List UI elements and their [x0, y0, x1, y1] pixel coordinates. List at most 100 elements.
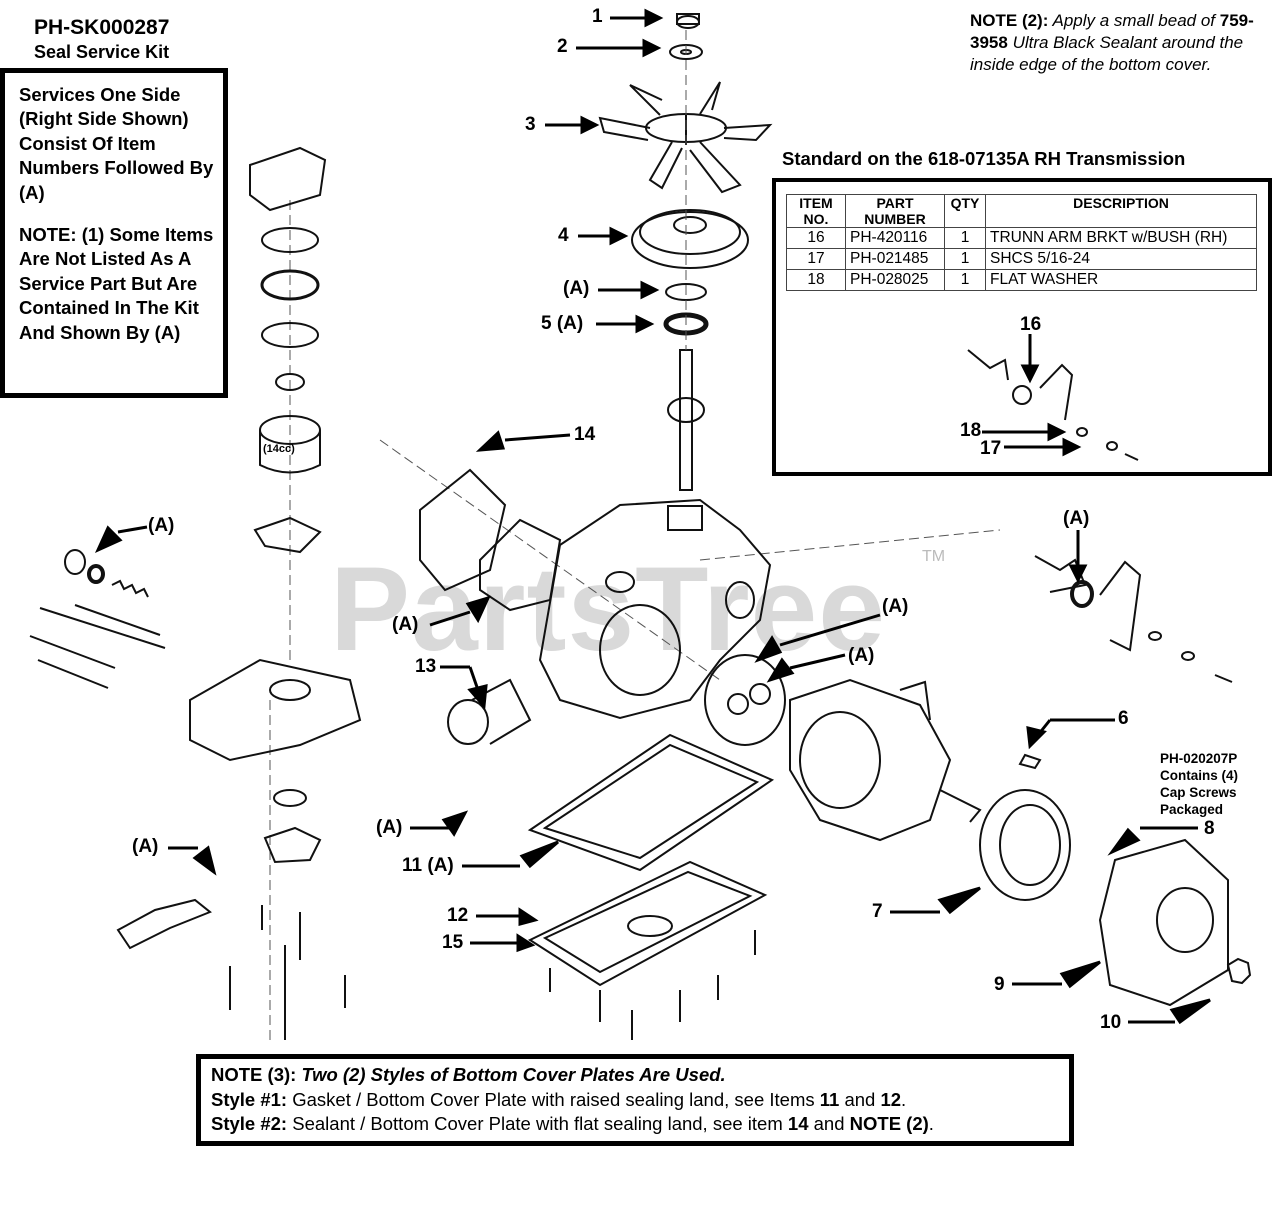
callout-8: 8: [1204, 818, 1215, 839]
arrow-A-bottomleft: [168, 845, 217, 876]
style-1-item-a: 11: [819, 1088, 840, 1110]
item-1-nut: [676, 13, 700, 29]
cell-part: PH-021485: [845, 248, 945, 270]
table-row: 16 PH-420116 1 TRUNN ARM BRKT w/BUSH (RH…: [786, 227, 1257, 249]
arrow-5: [596, 314, 655, 334]
callout-14: 14: [574, 424, 596, 445]
col-part: PART NUMBER: [845, 194, 945, 228]
callout-A-check: (A): [148, 515, 175, 536]
arrow-A1: [598, 280, 660, 300]
arrow-9: [1012, 960, 1101, 989]
style-1-and: and: [844, 1088, 876, 1110]
package-note-line4: Packaged: [1160, 802, 1224, 817]
fitting-tube: [116, 898, 212, 950]
item-7-brake-assembly: [979, 789, 1071, 901]
arrow-2: [576, 38, 662, 58]
callout-17: 17: [980, 438, 1002, 459]
callout-3: 3: [525, 114, 536, 135]
trunnion-arm-right: [1034, 555, 1233, 683]
standard-parts-box: ITEM NO. PART NUMBER QTY DESCRIPTION 16 …: [772, 178, 1272, 476]
arrow-12: [476, 907, 539, 926]
callout-A-right: (A): [882, 596, 909, 617]
note-3-label: NOTE (3):: [211, 1064, 297, 1085]
style-2-note: NOTE (2): [849, 1113, 929, 1134]
package-note-line2: Contains (4): [1160, 768, 1239, 783]
inset-trunnion: [967, 349, 1139, 461]
arrow-4: [578, 226, 629, 246]
arrow-15: [470, 933, 536, 953]
cell-desc: TRUNN ARM BRKT w/BUSH (RH): [985, 227, 1257, 249]
parts-table: ITEM NO. PART NUMBER QTY DESCRIPTION 16 …: [786, 194, 1257, 291]
callout-13: 13: [415, 656, 437, 677]
package-note: PH-020207P Contains (4) Cap Screws Packa…: [1160, 750, 1238, 818]
arrow-A-mid: [429, 595, 491, 627]
cell-part: PH-028025: [845, 269, 945, 291]
callout-9: 9: [994, 974, 1005, 995]
callout-1: 1: [592, 6, 603, 27]
cover-bolts: [549, 930, 756, 1040]
input-shaft: [667, 349, 705, 491]
arrow-3: [545, 115, 600, 135]
cell-desc: FLAT WASHER: [985, 269, 1257, 291]
item-12-cover-plate: [527, 860, 768, 987]
callout-7: 7: [872, 901, 883, 922]
package-note-line1: PH-020207P: [1160, 751, 1238, 766]
arrow-6: [1026, 718, 1115, 750]
table-row: 18 PH-028025 1 FLAT WASHER: [786, 269, 1257, 291]
cell-qty: 1: [944, 248, 986, 270]
package-note-line3: Cap Screws: [1160, 785, 1237, 800]
arrow-11: [462, 840, 559, 869]
kit-name: Seal Service Kit: [34, 42, 170, 62]
note-3-title: Two (2) Styles of Bottom Cover Plates Ar…: [301, 1064, 726, 1085]
callout-A-trunnion: (A): [1063, 508, 1090, 529]
style-2-text: Sealant / Bottom Cover Plate with flat s…: [292, 1113, 783, 1134]
note-2-text-a: Apply a small bead of: [1052, 11, 1216, 30]
item-13-filter: [447, 678, 532, 745]
note-2-part: 759-3958: [970, 11, 1254, 52]
transmission-housing: [538, 498, 772, 720]
arrow-A-trunnion: [1068, 530, 1088, 584]
kit-id: PH-SK000287: [34, 16, 170, 39]
bottom-bolts: [229, 905, 346, 1040]
callout-A-gasket: (A): [392, 614, 419, 635]
item-4-pulley: [631, 209, 749, 269]
callout-12: 12: [447, 905, 469, 926]
item-9-brake-drum: [1098, 838, 1229, 1007]
cell-item: 18: [786, 269, 846, 291]
arrow-A-left: [94, 525, 148, 554]
arrow-A-seal: [766, 653, 846, 683]
check-plug: [64, 549, 86, 575]
callout-6: 6: [1118, 708, 1129, 729]
style-2-and: and: [813, 1113, 845, 1134]
arrow-1: [610, 8, 664, 28]
callout-A-bottomleft: (A): [132, 836, 159, 857]
table-row: 17 PH-021485 1 SHCS 5/16-24: [786, 248, 1257, 270]
axle-housing: [789, 678, 982, 842]
col-description: DESCRIPTION: [985, 194, 1257, 228]
cell-desc: SHCS 5/16-24: [985, 248, 1257, 270]
note-2-label: NOTE (2):: [970, 11, 1049, 30]
note-3-box: NOTE (3): Two (2) Styles of Bottom Cover…: [196, 1054, 1074, 1146]
cell-item: 17: [786, 248, 846, 270]
callout-A-snapring: (A): [563, 278, 590, 299]
style-1-text: Gasket / Bottom Cover Plate with raised …: [292, 1088, 815, 1110]
standard-title: Standard on the 618-07135A RH Transmissi…: [782, 148, 1186, 169]
cell-qty: 1: [944, 227, 986, 249]
note-2: NOTE (2): Apply a small bead of 759-3958…: [970, 10, 1270, 76]
style-2-label: Style #2:: [211, 1113, 288, 1134]
arrow-13: [440, 665, 488, 710]
item-3-fan: [598, 81, 773, 194]
item-14-gasket: [419, 468, 562, 612]
arrow-A-low: [410, 810, 469, 837]
col-item: ITEM NO.: [786, 194, 846, 228]
trademark-mark: TM: [922, 548, 946, 565]
arrow-14: [475, 430, 571, 452]
through-bolts: [29, 604, 166, 689]
style-1-item-b: 12: [880, 1088, 902, 1110]
style-2-item: 14: [787, 1113, 809, 1134]
callout-16: 16: [1020, 314, 1042, 335]
style-1-label: Style #1:: [211, 1088, 288, 1110]
note-2-text-b: Ultra Black Sealant around the inside ed…: [970, 33, 1244, 74]
item-10-nut: [1226, 957, 1252, 985]
